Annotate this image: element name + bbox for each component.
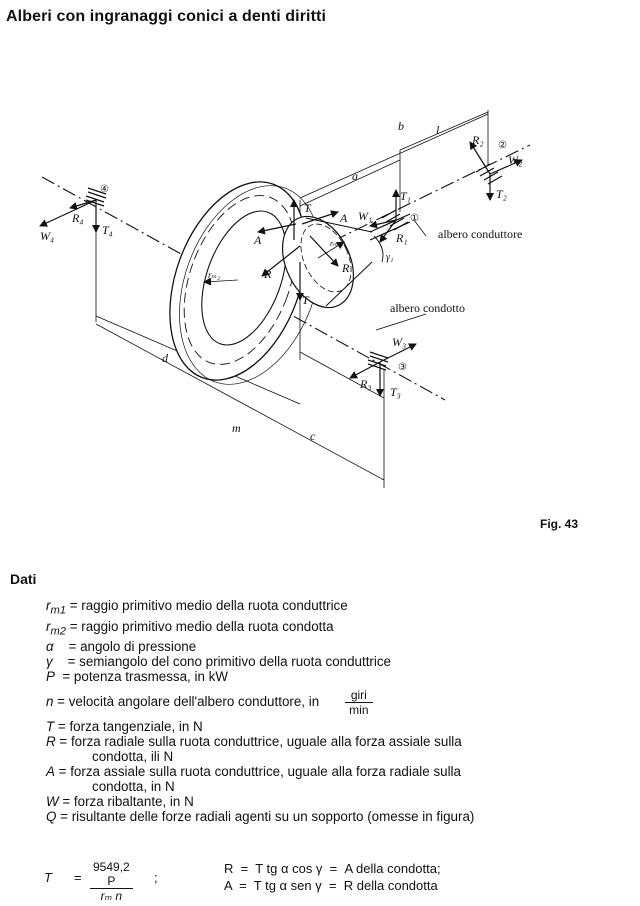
dim-m [95, 323, 385, 481]
label-R3: R₃ [359, 377, 372, 391]
label-n4: ④ [100, 184, 109, 195]
label-albero-condotto: albero condotto [390, 301, 465, 315]
page-title: Alberi con ingranaggi conici a denti dir… [6, 8, 326, 25]
dim-b [299, 113, 489, 199]
definition-item: P = potenza trasmessa, in kW [46, 669, 228, 685]
label-W3: W₃ [392, 335, 406, 349]
label-c: c [310, 429, 316, 443]
figure-caption: Fig. 43 [540, 517, 579, 531]
definition-item: R = forza radiale sulla ruota conduttric… [46, 734, 462, 750]
label-W4: W₄ [40, 229, 54, 243]
definition-item: Q = risultante delle forze radiali agent… [46, 809, 475, 825]
definition-item: W = forza ribaltante, in N [46, 794, 194, 810]
arrow-R-right [309, 235, 339, 267]
label-gamma1: γ₁ [386, 252, 393, 263]
label-m: m [232, 421, 241, 435]
bevel-gear-shaft-diagram: b l a d m c R₂ W₂ T₂ T₁ W₁ R₁ R₄ W₄ T₄ W… [39, 110, 531, 488]
definition-item: γ = semiangolo del cono primitivo della … [46, 654, 392, 670]
label-n2: ② [498, 140, 507, 151]
label-n1: ① [410, 213, 419, 224]
dim-c [299, 351, 385, 399]
label-T3: T₃ [390, 385, 401, 399]
definition-item: rm2 = raggio primitivo medio della ruota… [46, 618, 334, 638]
label-a: a [352, 169, 358, 183]
arrow-R4 [69, 199, 97, 210]
arrow-R3 [349, 361, 381, 379]
label-rm1: rₘ₁ [330, 239, 341, 248]
bearing-4 [85, 187, 107, 207]
dim-a [299, 159, 401, 207]
formula-R-A: R = T tg α cos γ = A della condotta; A =… [224, 860, 441, 894]
definition-continuation: condotta, ili N [92, 749, 174, 765]
arrow-R-center [261, 245, 301, 277]
bearing-1 [381, 209, 409, 231]
definition-item: A = forza assiale sulla ruota conduttric… [46, 764, 461, 780]
definitions-list: rm1 = raggio primitivo medio della ruota… [46, 598, 636, 824]
dim-l [399, 111, 489, 151]
label-T2: T₂ [496, 187, 507, 201]
arrow-W2 [489, 159, 523, 175]
arrow-W3 [379, 343, 417, 363]
label-R2: R₂ [471, 133, 484, 147]
driven-gear-pitch [183, 195, 297, 365]
driven-gear-inner [201, 210, 287, 346]
definition-item: rm1 = raggio primitivo medio della ruota… [46, 598, 348, 617]
arrow-R1 [379, 219, 397, 243]
label-A-left: A [253, 233, 262, 247]
label-T-bottom: T [302, 293, 310, 307]
arrow-R2 [469, 141, 491, 175]
arrow-W1 [369, 219, 397, 229]
label-albero-conduttore: albero conduttore [438, 227, 522, 241]
definition-item: T = forza tangenziale, in N [46, 719, 203, 735]
arrow-A-left [257, 223, 297, 235]
label-W2: W₂ [508, 153, 522, 167]
label-rm2: rₘ₂ [208, 270, 220, 280]
definition-continuation: condotta, in N [92, 779, 175, 795]
label-A-right: A [339, 211, 348, 225]
arrow-A-right [301, 210, 339, 225]
label-T1: T₁ [400, 189, 411, 203]
definition-item: α = angolo di pressione [46, 639, 197, 655]
label-R-center: R [263, 267, 272, 281]
definition-item: n = velocità angolare dell'albero condut… [46, 688, 636, 717]
formula-R: R = T tg α cos γ = A della condotta; [224, 861, 441, 876]
bearing-2 [475, 163, 503, 185]
label-b: b [398, 119, 404, 133]
label-W1: W₁ [358, 209, 372, 223]
label-R-right: R [341, 261, 350, 275]
label-n3: ③ [398, 362, 407, 373]
label-l: l [436, 123, 440, 137]
label-T4: T₄ [102, 223, 113, 237]
driven-shaft-axis [41, 176, 446, 401]
label-d: d [162, 351, 169, 365]
label-T-top: T [304, 201, 312, 215]
formula-A: A = T tg α sen γ = R della condotta [224, 878, 438, 893]
section-title-dati: Dati [10, 571, 37, 587]
label-R4: R₄ [71, 211, 84, 225]
arrow-W4 [39, 199, 97, 227]
label-R1: R₁ [395, 231, 408, 245]
